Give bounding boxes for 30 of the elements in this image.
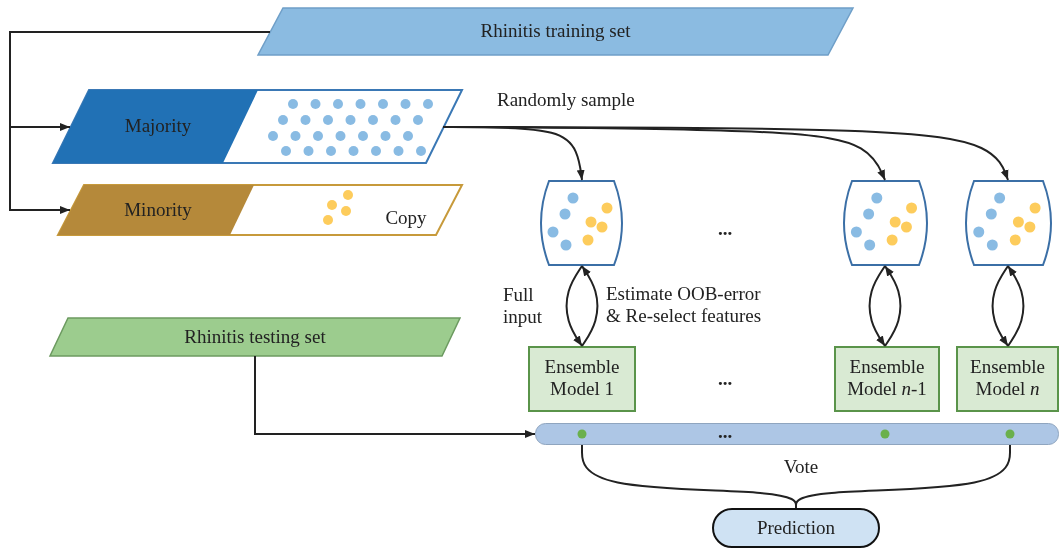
ellipsis-text: ... <box>718 218 733 240</box>
node-label: Majority <box>123 115 193 137</box>
prediction-pill <box>712 508 880 548</box>
class-parallelogram <box>53 90 462 163</box>
data-set-parallelogram <box>50 318 460 356</box>
class-parallelogram <box>58 185 462 235</box>
ellipsis-text: ... <box>718 368 733 390</box>
data-set-parallelogram <box>258 8 853 55</box>
arrow <box>991 265 1009 347</box>
model-box <box>956 346 1059 412</box>
node-label: Prediction <box>755 517 837 539</box>
arrow <box>868 265 886 347</box>
arrow <box>1007 265 1025 347</box>
annotation-text: Randomly sample <box>497 89 635 111</box>
arrow <box>884 265 902 347</box>
arrow <box>581 265 599 347</box>
connector-line <box>581 444 1011 509</box>
ellipsis-text: ... <box>718 421 733 443</box>
node-label: Ensemble Model n <box>969 356 1046 400</box>
arrow <box>254 355 536 438</box>
node-label: Rhinitis training set <box>479 20 632 42</box>
voting-bar <box>535 423 1059 445</box>
node-label: Ensemble Model 1 <box>543 356 621 400</box>
node-label: Ensemble Model n-1 <box>846 356 928 400</box>
arrow <box>565 265 583 347</box>
model-box <box>528 346 636 412</box>
node-label: Copy <box>384 207 428 229</box>
node-label: Rhinitis testing set <box>183 326 327 348</box>
node-label: Minority <box>123 199 193 221</box>
model-box <box>834 346 940 412</box>
